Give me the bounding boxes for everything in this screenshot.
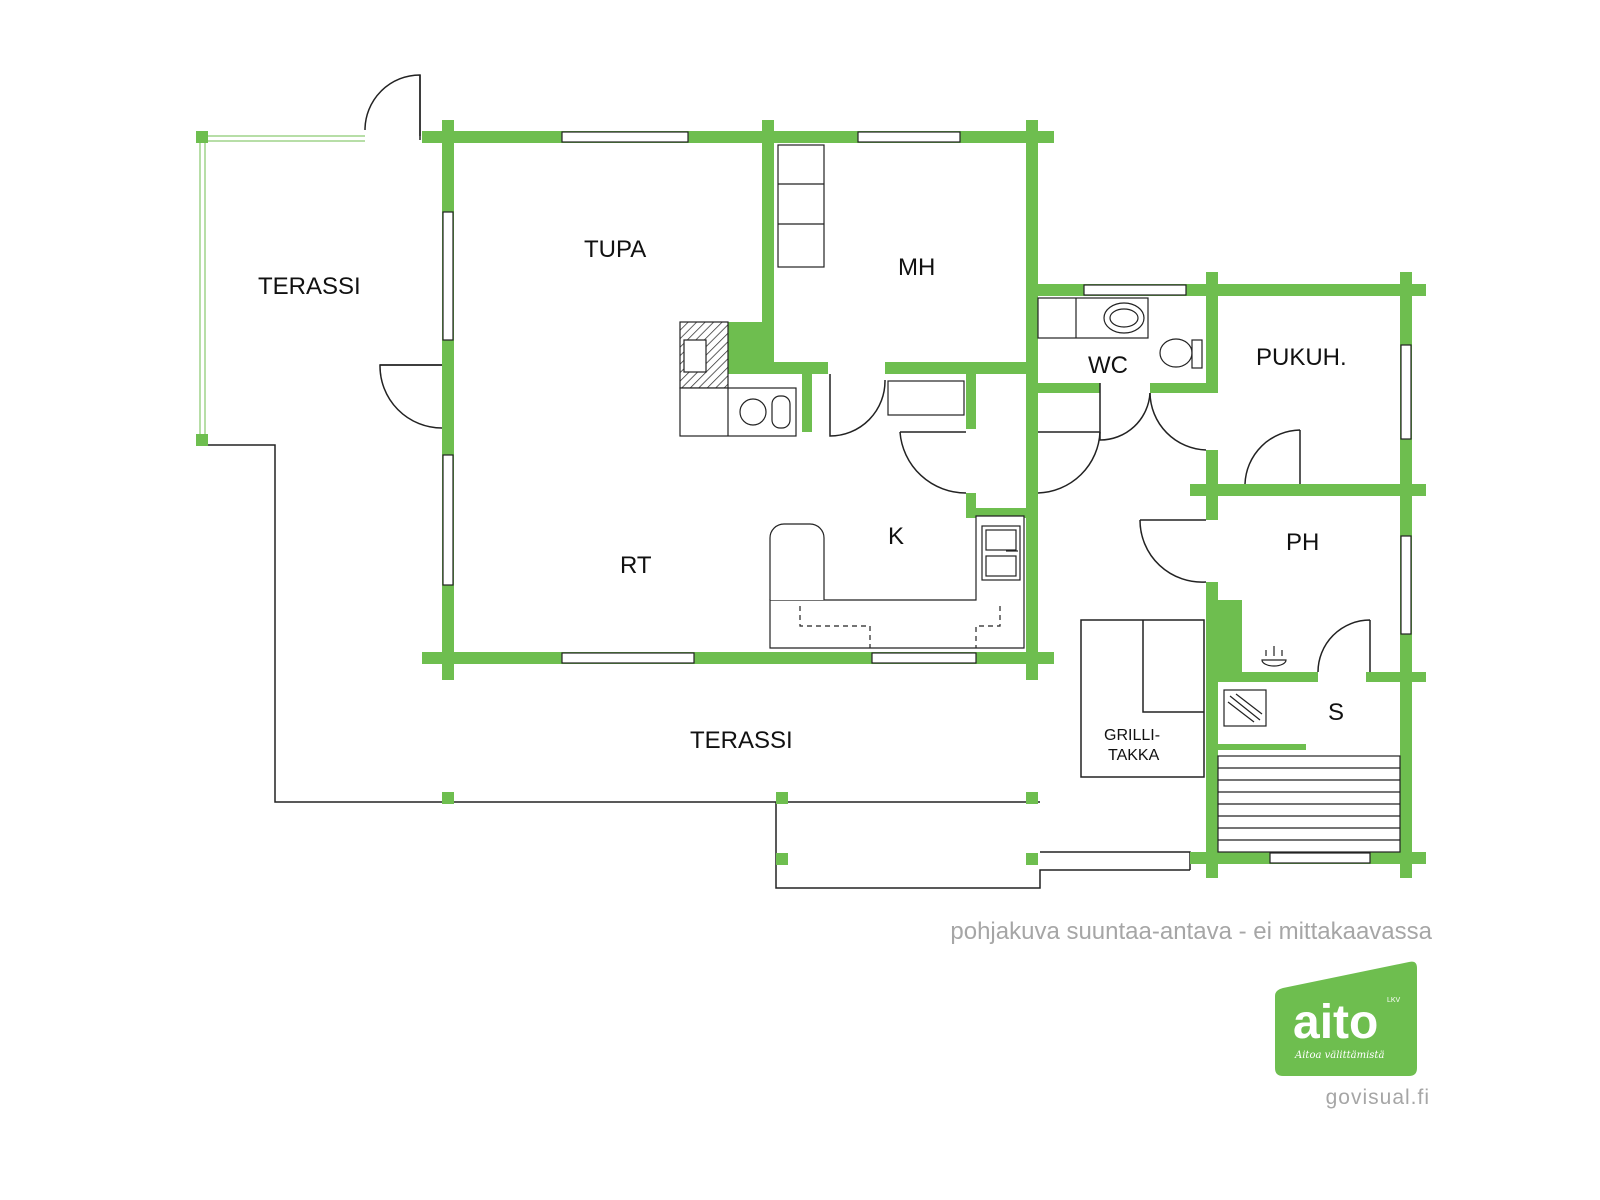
door-wc bbox=[1099, 383, 1151, 441]
door-ph-north bbox=[1244, 429, 1301, 485]
door-s bbox=[1317, 619, 1371, 673]
door-hall-right bbox=[1037, 431, 1101, 494]
door-mh bbox=[829, 374, 886, 437]
windows bbox=[442, 131, 1412, 864]
label-terassi-south: TERASSI bbox=[690, 727, 793, 754]
svg-text:LKV: LKV bbox=[1387, 997, 1401, 1004]
sauna-stove bbox=[1223, 689, 1267, 727]
door-hall-left bbox=[899, 431, 967, 494]
door-tupa-west bbox=[379, 364, 443, 429]
label-ph: PH bbox=[1286, 529, 1319, 556]
room-labels: TERASSI TUPA MH WC PUKUH. K RT PH S TERA… bbox=[258, 236, 1347, 764]
fireplace bbox=[679, 321, 797, 437]
label-wc: WC bbox=[1088, 352, 1128, 379]
label-mh: MH bbox=[898, 254, 935, 281]
wc-fixtures bbox=[1037, 297, 1203, 369]
svg-text:aito: aito bbox=[1293, 996, 1378, 1049]
label-s: S bbox=[1328, 699, 1344, 726]
door-ph-west bbox=[1139, 519, 1207, 583]
credit-text: govisual.fi bbox=[1325, 1086, 1430, 1109]
kitchen-counter bbox=[769, 515, 1025, 649]
label-pukuh: PUKUH. bbox=[1256, 344, 1347, 371]
label-grilli-line2: TAKKA bbox=[1108, 747, 1160, 764]
door-west-terrace bbox=[364, 74, 421, 136]
shower-head bbox=[1261, 646, 1287, 667]
label-rt: RT bbox=[620, 552, 652, 579]
aito-logo: aito LKV Aitoa välittämistä bbox=[1275, 961, 1417, 1076]
terrace-outlines bbox=[206, 444, 1205, 889]
wardrobe bbox=[777, 144, 825, 268]
label-tupa: TUPA bbox=[584, 236, 646, 263]
west-terrace-railing bbox=[199, 135, 365, 440]
svg-text:Aitoa välittämistä: Aitoa välittämistä bbox=[1294, 1050, 1384, 1061]
hall-shelf bbox=[887, 380, 965, 416]
label-k: K bbox=[888, 523, 904, 550]
label-terassi-west: TERASSI bbox=[258, 273, 361, 300]
door-pukuh bbox=[1149, 392, 1207, 451]
disclaimer-text: pohjakuva suuntaa-antava - ei mittakaava… bbox=[950, 918, 1432, 945]
doors bbox=[364, 74, 1371, 673]
sauna-benches bbox=[1217, 755, 1401, 853]
label-grilli-line1: GRILLI- bbox=[1104, 727, 1160, 744]
